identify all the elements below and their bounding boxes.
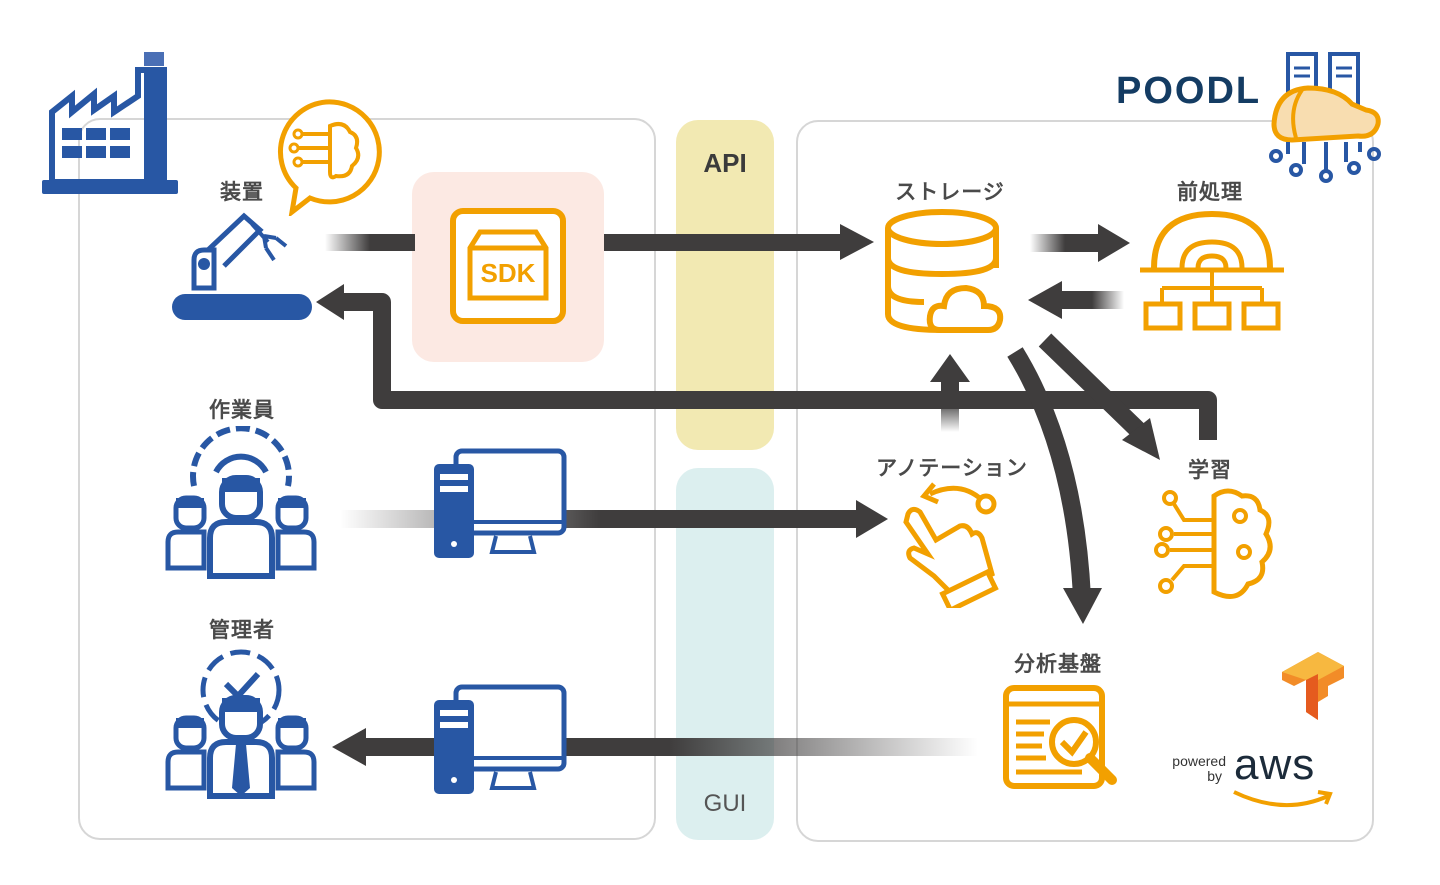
arrow-head-storage-back: [1028, 281, 1062, 319]
robot-arm-icon[interactable]: [168, 208, 316, 326]
powered-by-text: powered by: [1166, 754, 1226, 784]
report-magnifier-icon[interactable]: [1002, 684, 1124, 794]
arrow-head-annotation: [856, 500, 888, 538]
arrow-sdk-to-storage: [604, 234, 844, 251]
gui-band: GUI: [676, 468, 774, 840]
managers-check-icon[interactable]: [164, 648, 318, 800]
gui-label: GUI: [703, 790, 747, 817]
node-label-manager: 管理者: [209, 618, 275, 642]
node-label-analytics: 分析基盤: [1014, 652, 1102, 676]
arrow-storage-to-preprocess: [1030, 234, 1100, 252]
arrow-head-analytics: [1063, 588, 1102, 624]
arrow-worker-to-annotation: [340, 510, 860, 528]
node-label-worker: 作業員: [209, 398, 275, 422]
arrow-preprocess-to-storage: [1060, 291, 1124, 309]
factory-icon: [42, 52, 178, 194]
database-cloud-icon[interactable]: [884, 208, 1018, 338]
arrow-training-to-device: [340, 293, 1217, 440]
desktop-computer-icon: [434, 448, 567, 558]
desktop-computer-icon: [434, 684, 567, 794]
arrow-head-storage-up: [930, 354, 970, 382]
ai-brain-bubble-icon: [277, 99, 382, 216]
aws-smile-icon: [1233, 790, 1333, 808]
node-label-training: 学習: [1188, 458, 1232, 482]
by-label: by: [1207, 768, 1222, 784]
workers-gear-icon[interactable]: [164, 426, 318, 582]
powered-label: powered: [1172, 753, 1226, 769]
arrow-device-to-sdk: [325, 234, 415, 251]
arrow-head-training: [1122, 418, 1160, 460]
arrow-head-device: [316, 284, 344, 320]
gear-hierarchy-icon[interactable]: [1138, 208, 1286, 332]
arrow-head-preprocess: [1098, 224, 1130, 262]
arrow-storage-to-training: [1038, 333, 1147, 439]
node-label-annotation: アノテーション: [876, 456, 1028, 480]
arrow-head-manager: [332, 728, 366, 766]
node-label-storage: ストレージ: [895, 180, 1005, 204]
sdk-label: SDK: [480, 258, 536, 288]
arrow-head-storage: [840, 224, 874, 260]
arrow-annotation-to-storage: [941, 380, 959, 432]
node-label-device: 装置: [220, 180, 264, 204]
tensorflow-logo-icon: [1282, 652, 1344, 720]
api-label: API: [703, 148, 747, 178]
arrow-storage-to-analytics: [1007, 347, 1091, 599]
hand-swipe-icon[interactable]: [900, 482, 1004, 608]
ai-brain-icon[interactable]: [1144, 480, 1278, 610]
aws-logo-text: aws: [1234, 740, 1316, 789]
node-label-preprocess: 前処理: [1177, 180, 1243, 204]
poodl-logo-icon: [1269, 52, 1381, 183]
poodl-logo-text: POODL: [1116, 70, 1262, 112]
sdk-package-icon[interactable]: [450, 208, 566, 324]
